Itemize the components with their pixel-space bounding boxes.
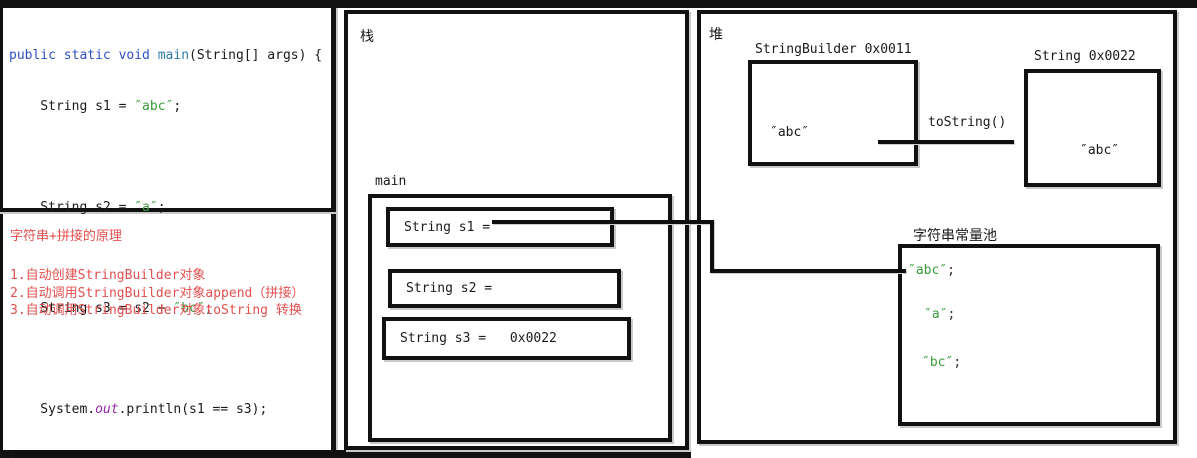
plain-token: .println(s1 == s3); [118, 401, 268, 417]
tostring-connector-line [878, 140, 1014, 144]
field-token: out [95, 401, 119, 417]
constant-pool-box: ″abc″; ″a″; ″bc″; [898, 244, 1160, 426]
plain-token: String s3 = s2 + [9, 300, 174, 316]
pool-string: ″abc″ [908, 263, 948, 278]
code-notes-divider [0, 208, 336, 212]
notes-title: 字符串+拼接的原理 [10, 229, 122, 244]
var-value-s3: 0x0022 [509, 331, 557, 346]
constant-pool-title: 字符串常量池 [913, 228, 997, 244]
stringbuilder-box: ″abc″ [748, 60, 918, 166]
string-literal-token: ″abc″ [134, 98, 174, 114]
pool-semicolon: ; [947, 307, 956, 322]
code-line-1: public static void main(String[] args) { [9, 46, 322, 67]
s1-pointer-line-horizontal-2 [710, 269, 906, 273]
string-object-title: String 0x0022 [1034, 49, 1136, 64]
plain-token: (String[] args) { [189, 48, 323, 63]
plain-token: ; [204, 300, 213, 316]
stack-panel: 栈 main String s1 = String s2 = String s3… [344, 10, 689, 450]
pool-string: ″bc″ [922, 355, 954, 370]
note-item-1: 1.自动创建StringBuilder对象 [10, 268, 206, 283]
plain-token: String s2 = [9, 199, 135, 215]
plain-token: ; [173, 98, 182, 114]
note-item-2: 2.自动调用StringBuilder对象append（拼接） [10, 285, 305, 301]
code-line-6: } [9, 450, 322, 458]
method-name-token: main [157, 48, 190, 63]
plain-token: } [9, 452, 17, 458]
pool-semicolon: ; [947, 263, 955, 278]
pool-entry-abc: ″abc″; [908, 262, 955, 279]
var-box-s2: String s2 = [388, 269, 621, 308]
code-panel-right-border [331, 8, 336, 450]
stringbuilder-title: StringBuilder 0x0011 [755, 42, 912, 57]
note-item-3: 3.自动调用StringBuilder对象toString 转换 [10, 303, 302, 318]
s1-pointer-line-vertical [710, 220, 714, 273]
var-name-s2: String s2 = [406, 281, 500, 296]
pool-entry-a: ″a″; [924, 306, 955, 323]
code-line-5: System.out.println(s1 == s3); [9, 400, 322, 421]
pool-string: ″a″ [924, 307, 948, 322]
var-name-s1: String s1 = [404, 219, 498, 235]
var-box-s3: String s3 = 0x0022 [382, 317, 631, 360]
string-object-box: ″abc″ [1024, 69, 1161, 187]
keyword-token: public static void [9, 48, 158, 63]
heap-label: 堆 [709, 27, 723, 43]
top-border-bar [0, 0, 1197, 8]
string-literal-token: ″a″ [134, 199, 158, 215]
plain-token: String s1 = [9, 98, 135, 114]
code-blank-line [9, 147, 322, 168]
code-line-4: String s3 = s2 + ″bc″; [9, 299, 322, 320]
var-name-s3: String s3 = [400, 331, 494, 346]
pool-semicolon: ; [953, 355, 962, 370]
code-line-3: String s2 = ″a″; [9, 198, 322, 219]
main-stack-frame: String s1 = String s2 = String s3 = 0x00… [368, 194, 672, 442]
var-box-s1: String s1 = [386, 207, 614, 247]
string-literal-token: ″bc″ [173, 300, 205, 316]
s1-pointer-line-horizontal-1 [492, 220, 714, 224]
string-object-value: ″abc″ [1080, 143, 1120, 158]
main-frame-label: main [375, 174, 407, 189]
code-blank-line [9, 349, 322, 370]
stringbuilder-value: ″abc″ [770, 125, 810, 140]
plain-token: System. [9, 401, 96, 417]
java-code-block: public static void main(String[] args) {… [9, 16, 322, 458]
left-border-bar [0, 0, 3, 458]
stack-label: 栈 [360, 29, 374, 45]
notes-section: 字符串+拼接的原理 1.自动创建StringBuilder对象 2.自动调用St… [10, 228, 304, 320]
heap-panel: 堆 StringBuilder 0x0011 ″abc″ toString() … [697, 10, 1177, 444]
code-line-2: String s1 = ″abc″; [9, 97, 322, 118]
tostring-label: toString() [928, 115, 1007, 130]
plain-token: ; [157, 199, 166, 215]
bottom-border-bar [0, 450, 691, 458]
pool-entry-bc: ″bc″; [922, 354, 961, 371]
